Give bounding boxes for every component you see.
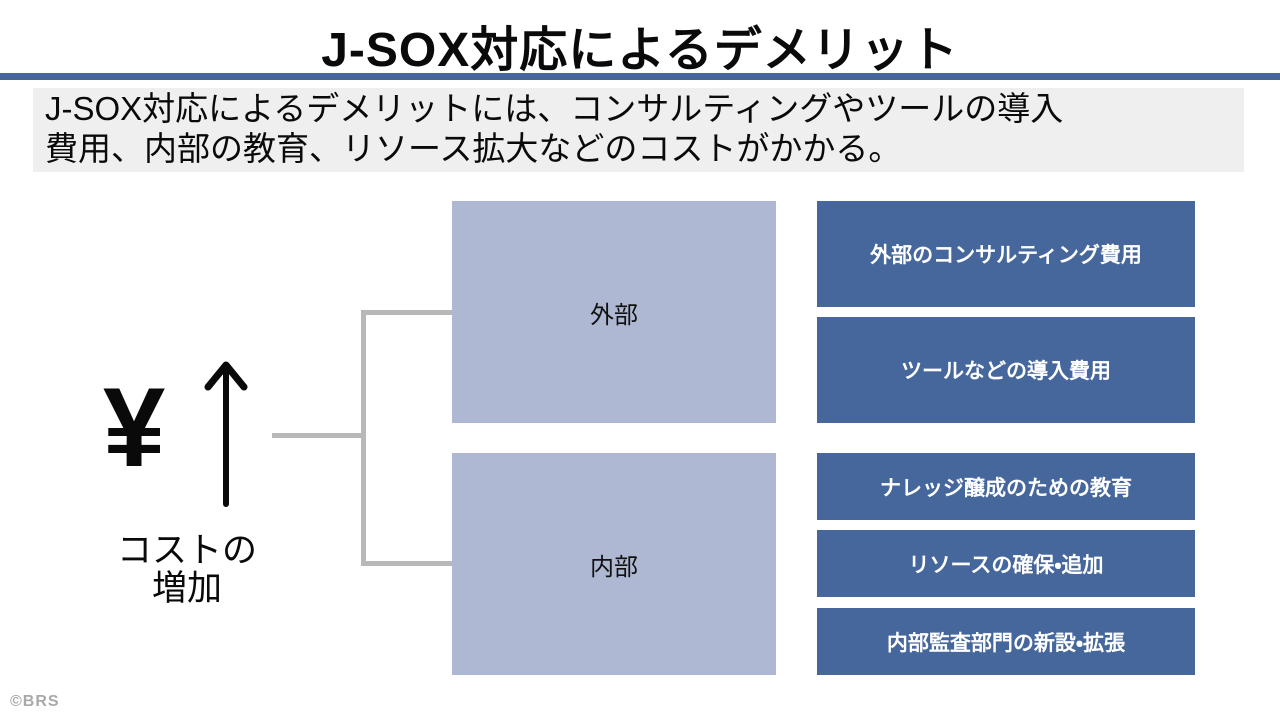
category-label-internal: 内部 — [590, 553, 638, 581]
cost-item-education: ナレッジ醸成のための教育 — [817, 453, 1195, 520]
cost-item-tools-label: ツールなどの導入費用 — [901, 360, 1111, 383]
category-label-external: 外部 — [590, 301, 638, 329]
title-underline-rule — [0, 73, 1280, 80]
category-box-external: 外部 — [452, 201, 776, 423]
summary-text-line-2: 費用、内部の教育、リソース拡大などのコストがかかる。 — [45, 130, 902, 167]
cost-increase-label: コストの 増加 — [99, 532, 275, 608]
cost-increase-label-line-2: 増加 — [151, 569, 222, 608]
slide-title: J-SOX対応によるデメリット — [321, 24, 959, 77]
up-arrow-icon — [204, 361, 248, 507]
cost-item-tools: ツールなどの導入費用 — [817, 317, 1195, 423]
connector-middle-line — [272, 433, 363, 438]
cost-item-audit-department-label: 内部監査部門の新設・拡張 — [886, 631, 1126, 655]
cost-item-resources: リソースの確保・追加 — [817, 530, 1195, 597]
summary-box: J-SOX対応によるデメリットには、コンサルティングやツールの導入 費用、内部の… — [33, 88, 1244, 172]
cost-item-consulting-label: 外部のコンサルティング費用 — [870, 244, 1142, 267]
connector-bottom-stub — [361, 561, 453, 566]
connector-vertical-line — [361, 310, 366, 566]
cost-item-resources-label: リソースの確保・追加 — [908, 553, 1104, 577]
category-box-internal: 内部 — [452, 453, 776, 675]
yen-symbol: ¥ — [103, 365, 166, 490]
cost-item-audit-department: 内部監査部門の新設・拡張 — [817, 608, 1195, 675]
cost-item-consulting: 外部のコンサルティング費用 — [817, 201, 1195, 307]
cost-increase-label-line-1: コストの — [116, 531, 257, 570]
cost-item-education-label: ナレッジ醸成のための教育 — [880, 476, 1132, 500]
summary-text-line-1: J-SOX対応によるデメリットには、コンサルティングやツールの導入 — [45, 90, 1064, 127]
connector-top-stub — [361, 310, 453, 315]
copyright-label: ©BRS — [10, 693, 60, 710]
